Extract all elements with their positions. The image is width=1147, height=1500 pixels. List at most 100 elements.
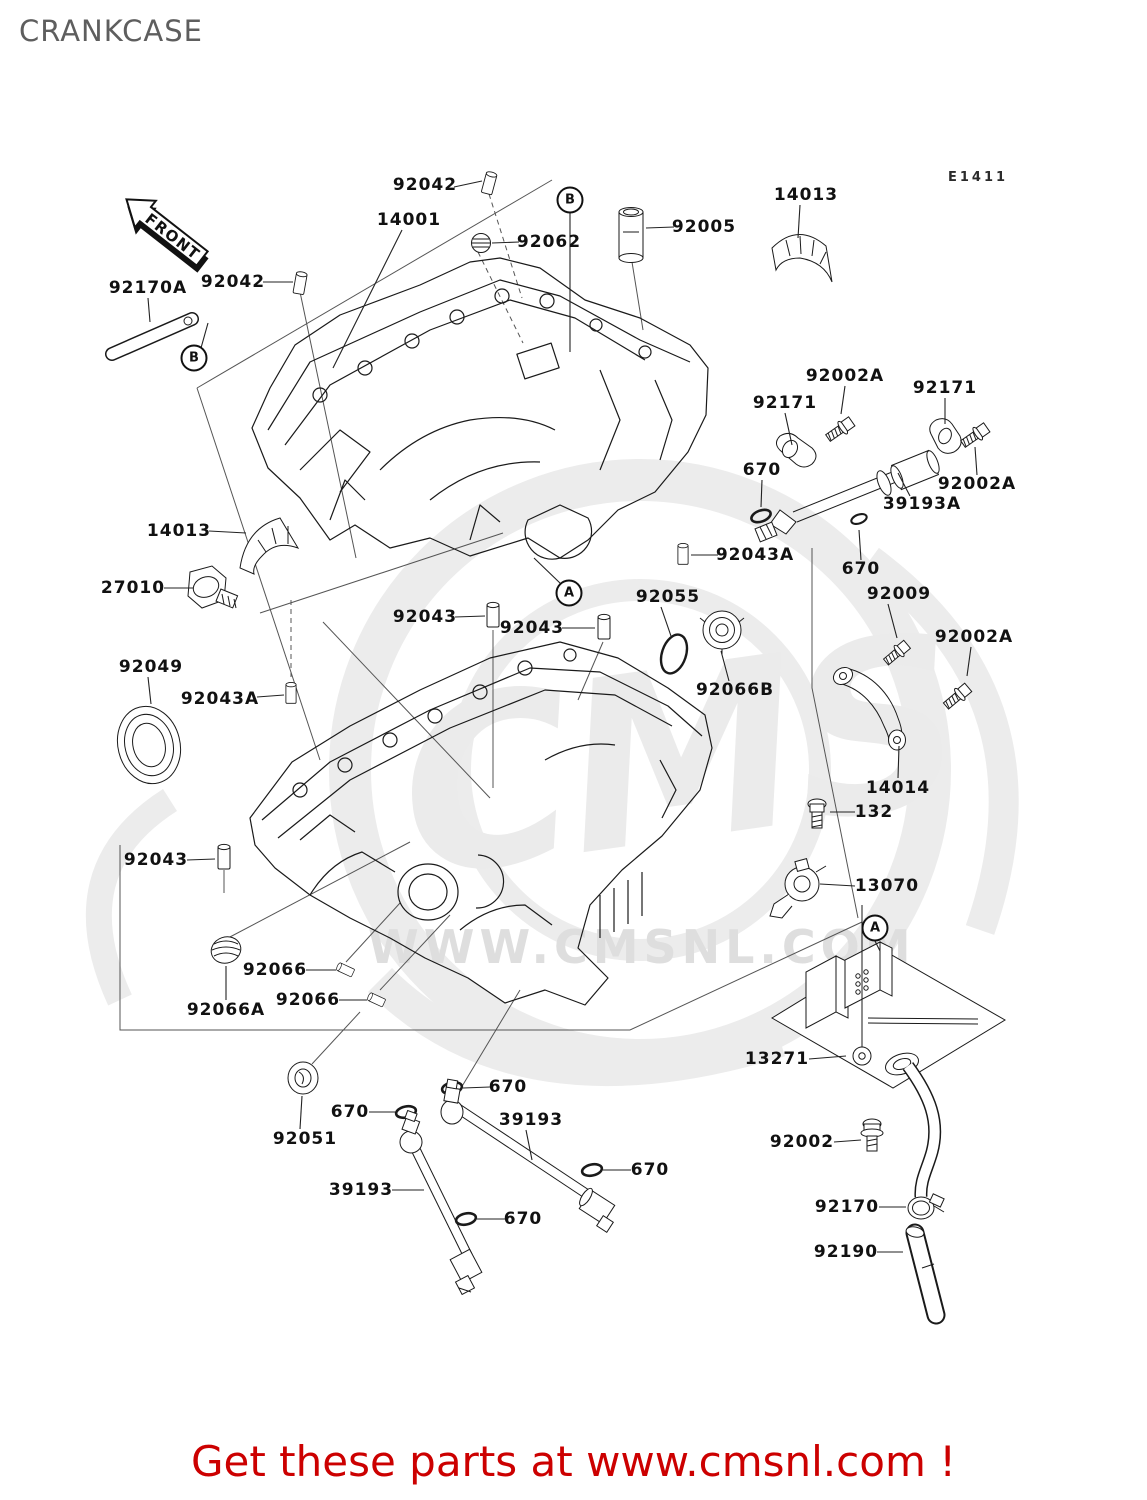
- part-label-92043: 92043: [499, 618, 565, 638]
- leader-line: [147, 297, 151, 323]
- part-label-92171: 92171: [912, 378, 978, 398]
- leader-line: [760, 479, 763, 508]
- pivot-92171-left: [776, 432, 817, 468]
- view-marker-b-0: B: [556, 186, 584, 214]
- part-label-14013: 14013: [146, 521, 212, 541]
- oring-670-e: [579, 1161, 605, 1179]
- part-label-27010: 27010: [100, 578, 166, 598]
- bearing-insert-14013-right: [771, 234, 833, 283]
- bolt-92002A-1: [823, 414, 857, 445]
- leader-line: [897, 472, 911, 497]
- part-label-92042: 92042: [392, 175, 458, 195]
- leader-line: [147, 676, 152, 705]
- watermark-logo-text: CMS: [383, 583, 974, 932]
- leader-line: [332, 229, 403, 369]
- part-label-39193: 39193: [328, 1180, 394, 1200]
- part-label-92002a: 92002A: [934, 627, 1014, 647]
- bolt-92002A-2: [958, 420, 992, 451]
- part-label-92043: 92043: [392, 607, 458, 627]
- leader-line: [462, 1086, 491, 1089]
- part-label-92009: 92009: [866, 584, 932, 604]
- part-label-92043: 92043: [123, 850, 189, 870]
- leader-line: [454, 615, 486, 618]
- oring-670-c: [439, 1079, 465, 1097]
- part-label-92049: 92049: [118, 657, 184, 677]
- part-label-670: 670: [488, 1077, 528, 1097]
- part-label-670: 670: [503, 1209, 543, 1229]
- part-label-92171: 92171: [752, 393, 818, 413]
- dowel-pin-92042-left: [292, 270, 308, 296]
- front-label: FRONT: [142, 210, 204, 264]
- part-label-670: 670: [742, 460, 782, 480]
- leader-line: [840, 385, 846, 415]
- dowel-pin-92043-mid1: [486, 601, 500, 628]
- part-label-13070: 13070: [854, 876, 920, 896]
- oring-670-f: [453, 1210, 479, 1228]
- part-label-14001: 14001: [376, 210, 442, 230]
- oil-pressure-switch-27010: [187, 565, 239, 609]
- watermark-url-text: WWW.CMSNL.COM: [368, 920, 916, 974]
- plug-92062: [471, 233, 491, 253]
- part-label-14013: 14013: [773, 185, 839, 205]
- leader-line: [645, 226, 675, 229]
- leader-line: [784, 412, 793, 446]
- clamp-92170: [907, 1193, 945, 1220]
- part-label-92005: 92005: [671, 217, 737, 237]
- ring-92051: [287, 1061, 319, 1095]
- hose-upper-segment: [902, 1062, 942, 1198]
- part-label-92066b: 92066B: [695, 680, 775, 700]
- part-label-92055: 92055: [635, 587, 701, 607]
- hose-92190: [905, 1223, 946, 1325]
- part-label-132: 132: [854, 802, 894, 822]
- part-label-92170a: 92170A: [108, 278, 188, 298]
- leader-line: [974, 446, 978, 476]
- view-marker-a-3: A: [861, 914, 889, 942]
- part-label-39193a: 39193A: [882, 494, 962, 514]
- leader-line: [200, 322, 209, 349]
- part-label-92066: 92066: [275, 990, 341, 1010]
- part-label-92066a: 92066A: [186, 1000, 266, 1020]
- part-label-92066: 92066: [242, 960, 308, 980]
- part-label-13271: 13271: [744, 1049, 810, 1069]
- diagram-code: E1411: [948, 170, 1009, 185]
- leader-line: [256, 694, 285, 698]
- part-label-92042: 92042: [200, 272, 266, 292]
- leader-line: [453, 180, 483, 188]
- upper-crankcase-drawing: [251, 257, 709, 560]
- part-label-92190: 92190: [813, 1242, 879, 1262]
- dowel-pin-92066-2: [366, 991, 387, 1008]
- pivot-92171-right: [929, 418, 962, 454]
- part-label-670: 670: [330, 1102, 370, 1122]
- part-label-92002: 92002: [769, 1132, 835, 1152]
- oring-670-d: [393, 1103, 419, 1121]
- oring-670-b: [848, 511, 870, 527]
- leader-line: [525, 1129, 533, 1161]
- leader-line: [797, 204, 801, 239]
- front-arrow-stamp: FRONT: [125, 198, 210, 273]
- dowel-pin-92043A-left: [285, 682, 297, 704]
- part-label-670: 670: [841, 559, 881, 579]
- oring-670-a: [748, 506, 774, 526]
- part-label-14014: 14014: [865, 778, 931, 798]
- part-label-92051: 92051: [272, 1129, 338, 1149]
- dowel-pin-92043-lower: [217, 843, 231, 870]
- oil-pipe-39193-left: [399, 1109, 483, 1296]
- dowel-pin-92066-1: [335, 961, 356, 978]
- part-label-92043a: 92043A: [715, 545, 795, 565]
- leader-line: [491, 241, 520, 244]
- leader-line: [533, 557, 562, 585]
- view-marker-b-1: B: [180, 344, 208, 372]
- leader-line: [299, 1095, 303, 1130]
- leader-line: [858, 529, 862, 561]
- leader-line: [208, 530, 247, 534]
- view-marker-a-2: A: [555, 579, 583, 607]
- leader-line: [966, 646, 972, 677]
- strap-92170A: [105, 312, 199, 361]
- plug-92066A: [210, 936, 242, 964]
- dowel-pin-92042-top: [480, 170, 498, 196]
- leader-line: [819, 883, 856, 887]
- bolt-92002: [860, 1118, 884, 1152]
- part-label-39193: 39193: [498, 1110, 564, 1130]
- dowel-pin-92043A-right: [677, 543, 689, 565]
